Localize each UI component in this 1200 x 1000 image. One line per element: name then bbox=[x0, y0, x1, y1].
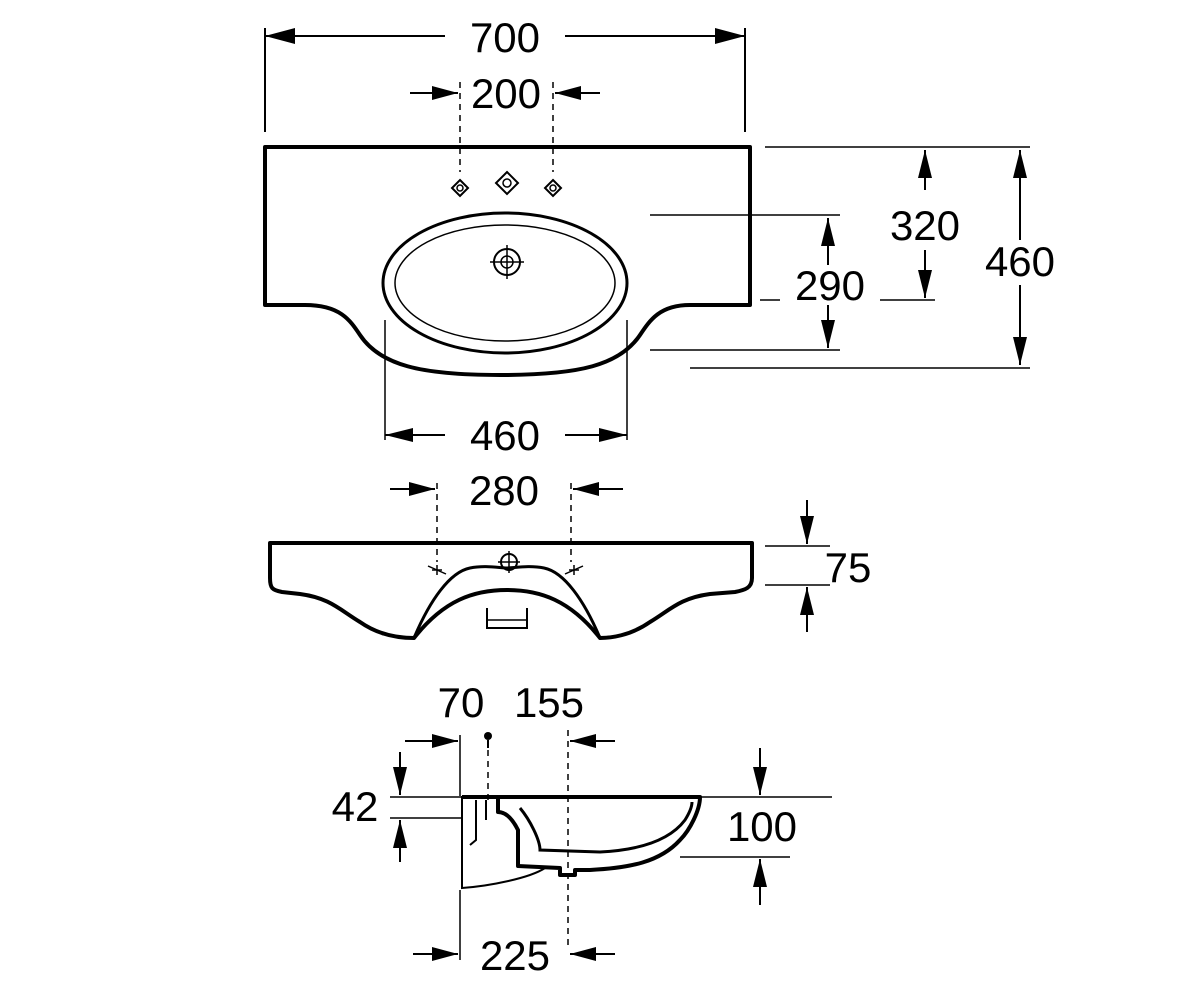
side-view: 70 155 42 100 225 bbox=[332, 679, 832, 979]
dim-bowl-width: 460 bbox=[470, 412, 540, 459]
side-view-bracket bbox=[461, 796, 546, 890]
dim-tap-hole-to-front: 320 bbox=[890, 202, 960, 249]
top-view-bowl-outer bbox=[381, 211, 629, 355]
front-tap-hole-right-icon bbox=[564, 565, 584, 575]
top-view-drain-icon bbox=[490, 245, 524, 279]
dim-bowl-depth-top: 290 bbox=[795, 262, 865, 309]
dim-rear-height: 42 bbox=[332, 783, 379, 830]
front-tap-hole-center-icon bbox=[498, 551, 520, 573]
dim-bowl-depth-side: 100 bbox=[727, 803, 797, 850]
front-tap-hole-left-icon bbox=[427, 565, 447, 575]
dim-tap-hole-spacing-front: 280 bbox=[469, 467, 539, 514]
tap-hole-center-icon bbox=[494, 170, 520, 196]
dim-deck-thickness: 75 bbox=[825, 544, 872, 591]
top-view-bowl-inner bbox=[394, 224, 616, 342]
side-view-bowl-inner bbox=[518, 801, 694, 854]
front-view-waste-outlet bbox=[486, 608, 528, 629]
dim-bracket-depth: 225 bbox=[480, 932, 550, 979]
front-view-skirt-curve bbox=[412, 565, 602, 639]
side-view-basin-section bbox=[462, 795, 702, 877]
dim-wall-to-first: 70 bbox=[438, 679, 485, 726]
dim-overall-width: 700 bbox=[470, 14, 540, 61]
front-view-basin-outline bbox=[268, 541, 754, 640]
front-view: 280 75 bbox=[268, 467, 872, 640]
dim-tap-offset: 155 bbox=[514, 679, 584, 726]
top-view: 700 200 320 460 290 bbox=[263, 14, 1055, 459]
dim-tap-hole-spacing-top: 200 bbox=[471, 70, 541, 117]
dim-overall-depth: 460 bbox=[985, 238, 1055, 285]
tap-hole-left-icon bbox=[450, 178, 470, 198]
tap-hole-right-icon bbox=[543, 178, 563, 198]
